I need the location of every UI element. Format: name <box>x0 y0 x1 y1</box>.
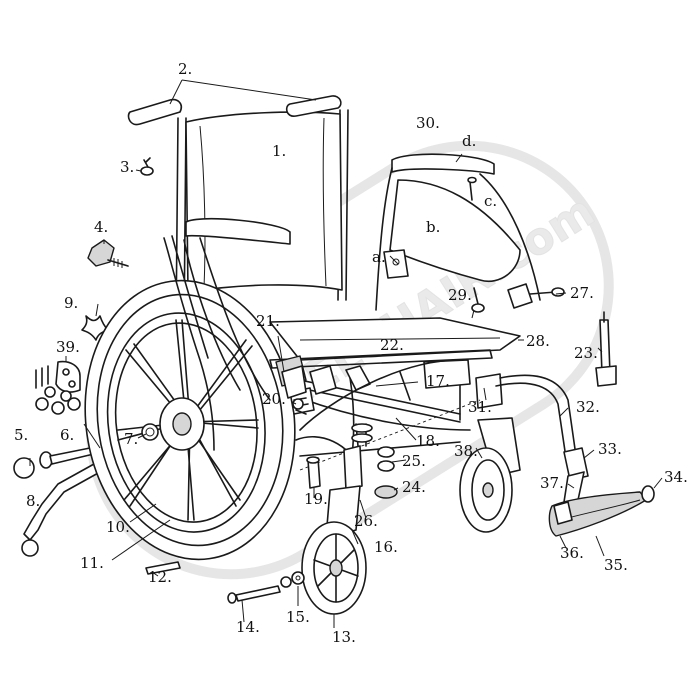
label-26: 26. <box>354 512 378 530</box>
label-34: 34. <box>664 468 688 486</box>
label-b: b. <box>426 218 441 236</box>
label-35: 35. <box>604 556 628 574</box>
label-20: 20. <box>262 390 286 408</box>
label-4: 4. <box>94 218 109 236</box>
armrest-right <box>375 153 541 311</box>
clamp-a <box>383 249 409 279</box>
label-6: 6. <box>60 426 75 444</box>
label-11: 11. <box>80 554 104 572</box>
label-30: 30. <box>416 114 440 132</box>
label-9: 9. <box>64 294 79 312</box>
label-32: 32. <box>576 398 600 416</box>
label-7: 7. <box>124 430 139 448</box>
label-5: 5. <box>14 426 29 444</box>
bolt-29 <box>471 287 485 313</box>
label-31: 31. <box>468 398 492 416</box>
axle-6 <box>39 445 103 469</box>
rear-wheel <box>84 279 296 561</box>
label-24: 24. <box>402 478 426 496</box>
label-33: 33. <box>598 440 622 458</box>
label-2: 2. <box>178 60 193 78</box>
label-21: 21. <box>256 312 280 330</box>
knob-4 <box>87 239 129 268</box>
pin-12 <box>145 561 181 575</box>
backrest <box>127 95 349 331</box>
front-fork <box>325 423 373 539</box>
label-17: 17. <box>426 372 450 390</box>
stem-19 <box>306 456 321 489</box>
right-caster <box>459 417 521 533</box>
clip-9 <box>81 315 109 341</box>
hanger-23 <box>595 311 617 387</box>
label-8: 8. <box>26 492 41 510</box>
label-29: 29. <box>448 286 472 304</box>
hub-7 <box>141 423 159 441</box>
footrest <box>495 374 655 537</box>
label-14: 14. <box>236 618 260 636</box>
leader-lines <box>29 79 663 628</box>
hardware-kit-39 <box>35 360 81 415</box>
label-13: 13. <box>332 628 356 646</box>
label-39: 39. <box>56 338 80 356</box>
label-a: a. <box>372 248 386 266</box>
label-23: 23. <box>574 344 598 362</box>
washer-15 <box>280 571 305 588</box>
label-15: 15. <box>286 608 310 626</box>
bolt-14 <box>227 585 281 604</box>
label-d: d. <box>462 132 477 150</box>
cap-5 <box>13 457 35 479</box>
label-28: 28. <box>526 332 550 350</box>
label-22: 22. <box>380 336 404 354</box>
label-38: 38. <box>454 442 478 460</box>
screw-3 <box>140 157 154 176</box>
axle-bracket <box>281 365 307 415</box>
label-19: 19. <box>304 490 328 508</box>
label-10: 10. <box>106 518 130 536</box>
label-27: 27. <box>570 284 594 302</box>
bearing-25 <box>377 446 395 472</box>
bearing-24 <box>374 485 398 499</box>
label-37: 37. <box>540 474 564 492</box>
caster-13 <box>301 521 367 615</box>
label-c: c. <box>484 192 498 210</box>
label-16: 16. <box>374 538 398 556</box>
armrest-left <box>183 217 291 401</box>
label-3: 3. <box>120 158 135 176</box>
anti-tip-8 <box>21 463 101 557</box>
brake-27 <box>507 283 565 309</box>
label-12: 12. <box>148 568 172 586</box>
label-25: 25. <box>402 452 426 470</box>
label-1: 1. <box>272 142 287 160</box>
label-36: 36. <box>560 544 584 562</box>
label-18: 18. <box>416 432 440 450</box>
